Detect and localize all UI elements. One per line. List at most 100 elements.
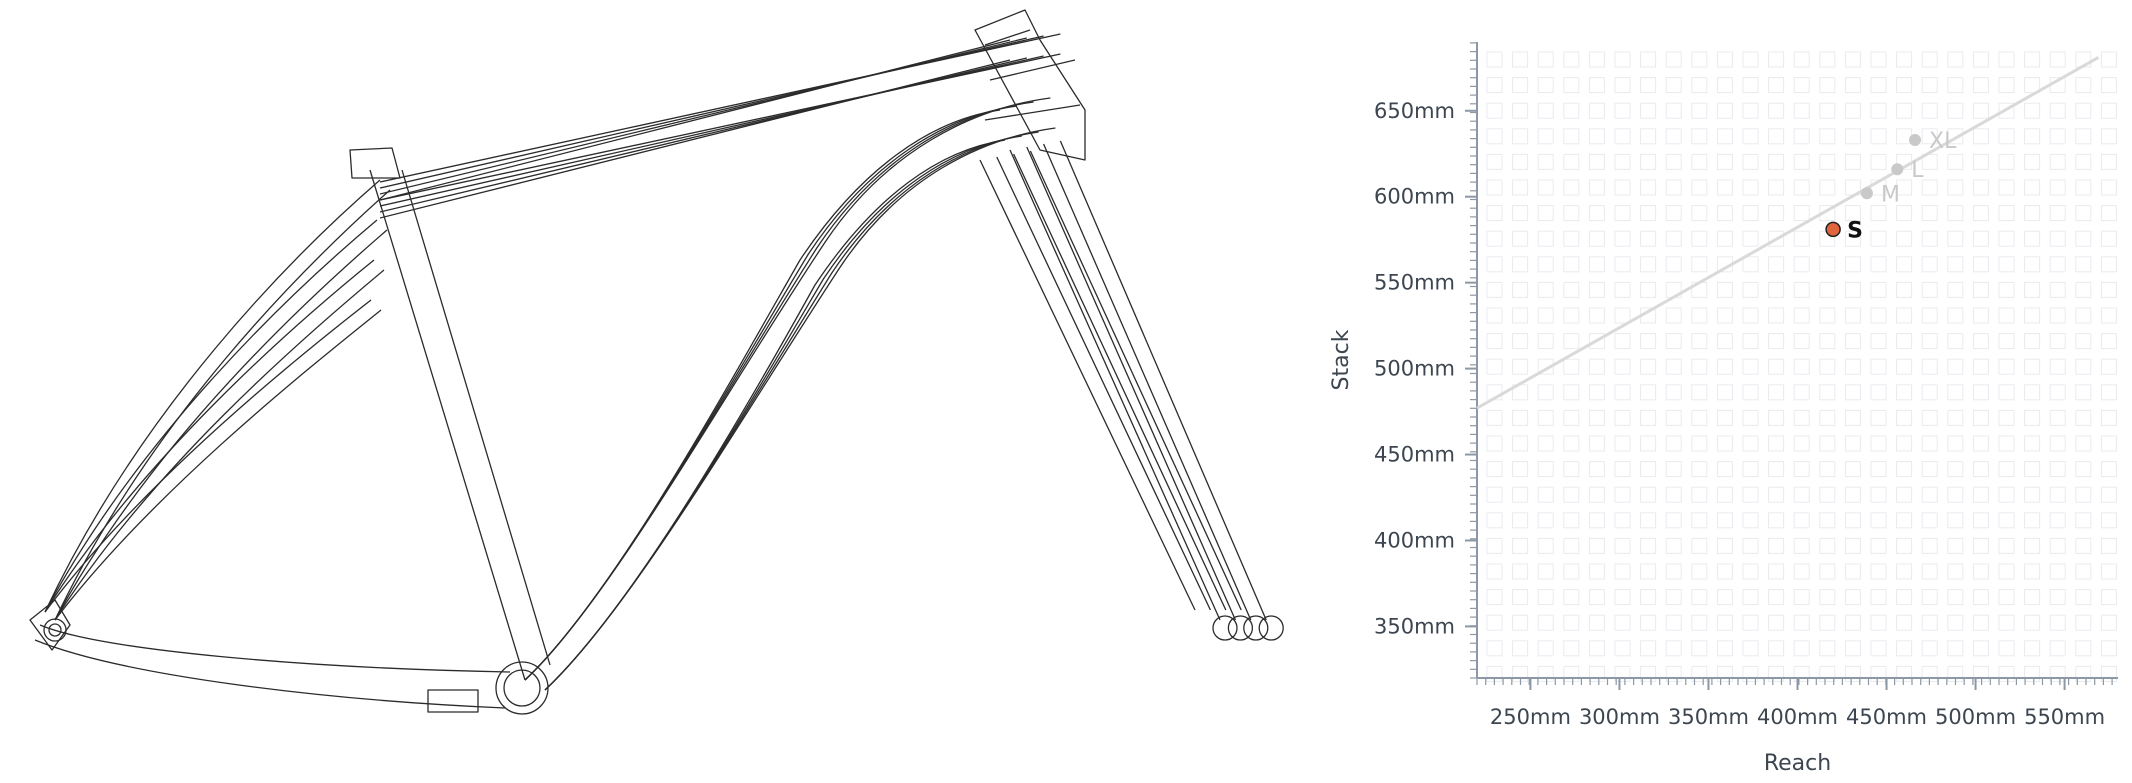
- grid-cell: [1768, 153, 1785, 170]
- grid-cell: [1614, 77, 1631, 94]
- grid-cell: [1537, 512, 1554, 529]
- grid-cell: [1588, 358, 1605, 375]
- grid-cell: [1537, 128, 1554, 145]
- grid-cell: [1691, 153, 1708, 170]
- grid-cell: [1691, 512, 1708, 529]
- grid-cell: [2024, 256, 2041, 273]
- grid-cell: [1512, 358, 1529, 375]
- grid-cell: [1588, 307, 1605, 324]
- grid-cell: [1947, 230, 1964, 247]
- grid-cell: [1588, 102, 1605, 119]
- grid-cell: [1819, 409, 1836, 426]
- grid-cell: [1896, 179, 1913, 196]
- grid-cell: [1819, 640, 1836, 657]
- grid-cell: [2024, 512, 2041, 529]
- grid-cell: [2049, 512, 2066, 529]
- grid-cell: [1691, 640, 1708, 657]
- grid-cell: [1768, 665, 1785, 682]
- grid-cell: [1691, 486, 1708, 503]
- grid-cell: [1870, 409, 1887, 426]
- grid-cell: [2049, 179, 2066, 196]
- grid-cell: [1896, 614, 1913, 631]
- grid-cell: [1947, 307, 1964, 324]
- grid-cell: [1716, 563, 1733, 580]
- grid-cell: [1870, 230, 1887, 247]
- grid-cell: [1665, 589, 1682, 606]
- grid-cell: [1640, 128, 1657, 145]
- grid-cell: [1742, 486, 1759, 503]
- grid-cell: [1716, 409, 1733, 426]
- grid-cell: [1537, 77, 1554, 94]
- fork-leg-rear: [1009, 149, 1221, 621]
- grid-cell: [1486, 435, 1503, 452]
- grid-cell: [1998, 435, 2015, 452]
- grid-cell: [2100, 128, 2117, 145]
- grid-cell: [1640, 333, 1657, 350]
- grid-cell: [2075, 384, 2092, 401]
- grid-cell: [1768, 512, 1785, 529]
- grid-cell: [1691, 205, 1708, 222]
- grid-cell: [1870, 665, 1887, 682]
- data-point: [1860, 187, 1873, 200]
- grid-cell: [1972, 205, 1989, 222]
- grid-cell: [1742, 153, 1759, 170]
- grid-cell: [1512, 230, 1529, 247]
- grid-cell: [1614, 102, 1631, 119]
- grid-cell: [1691, 589, 1708, 606]
- grid-cell: [1998, 409, 2015, 426]
- grid-cell: [1972, 77, 1989, 94]
- frame-seat-stay: [54, 309, 382, 621]
- grid-cell: [2100, 589, 2117, 606]
- grid-cell: [2075, 435, 2092, 452]
- grid-cell: [1768, 486, 1785, 503]
- grid-cell: [1512, 77, 1529, 94]
- grid-cell: [2100, 51, 2117, 68]
- frame-head-tube-detail: [984, 29, 1081, 121]
- grid-cell: [1614, 205, 1631, 222]
- grid-cell: [1537, 281, 1554, 298]
- grid-cell: [1844, 230, 1861, 247]
- grid-cell: [1793, 563, 1810, 580]
- grid-cell: [1716, 205, 1733, 222]
- grid-cell: [1716, 589, 1733, 606]
- grid-cell: [1486, 102, 1503, 119]
- grid-cell: [1947, 179, 1964, 196]
- grid-cell: [1844, 409, 1861, 426]
- grid-cell: [1486, 128, 1503, 145]
- grid-cell: [1614, 256, 1631, 273]
- grid-cell: [1614, 179, 1631, 196]
- grid-cell: [1844, 537, 1861, 554]
- grid-cell: [2024, 179, 2041, 196]
- grid-cell: [1819, 384, 1836, 401]
- grid-cell: [1844, 333, 1861, 350]
- grid-cell: [1870, 153, 1887, 170]
- grid-cell: [1972, 179, 1989, 196]
- y-tick-label: 650mm: [1374, 99, 1455, 123]
- grid-cell: [1793, 435, 1810, 452]
- grid-cell: [1793, 384, 1810, 401]
- grid-cell: [1588, 384, 1605, 401]
- grid-cell: [1537, 486, 1554, 503]
- grid-cell: [1742, 179, 1759, 196]
- grid-cell: [1563, 640, 1580, 657]
- grid-cell: [1793, 614, 1810, 631]
- x-tick-label: 250mm: [1490, 705, 1571, 729]
- y-tick-label: 600mm: [1374, 185, 1455, 209]
- grid-cell: [1537, 409, 1554, 426]
- fork-dropout: [1227, 615, 1254, 641]
- grid-cell: [1819, 256, 1836, 273]
- grid-cell: [1947, 537, 1964, 554]
- grid-cell: [1947, 281, 1964, 298]
- grid-cell: [1768, 384, 1785, 401]
- grid-cell: [1640, 205, 1657, 222]
- grid-cell: [1870, 128, 1887, 145]
- grid-cell: [1870, 102, 1887, 119]
- frame-head-tube: [974, 9, 1086, 161]
- grid-cell: [1537, 333, 1554, 350]
- grid-cell: [1921, 281, 1938, 298]
- grid-cell: [1947, 358, 1964, 375]
- grid-cell: [1537, 51, 1554, 68]
- grid-cell: [1998, 486, 2015, 503]
- grid-cell: [2024, 537, 2041, 554]
- chart-grid: [1486, 51, 2117, 682]
